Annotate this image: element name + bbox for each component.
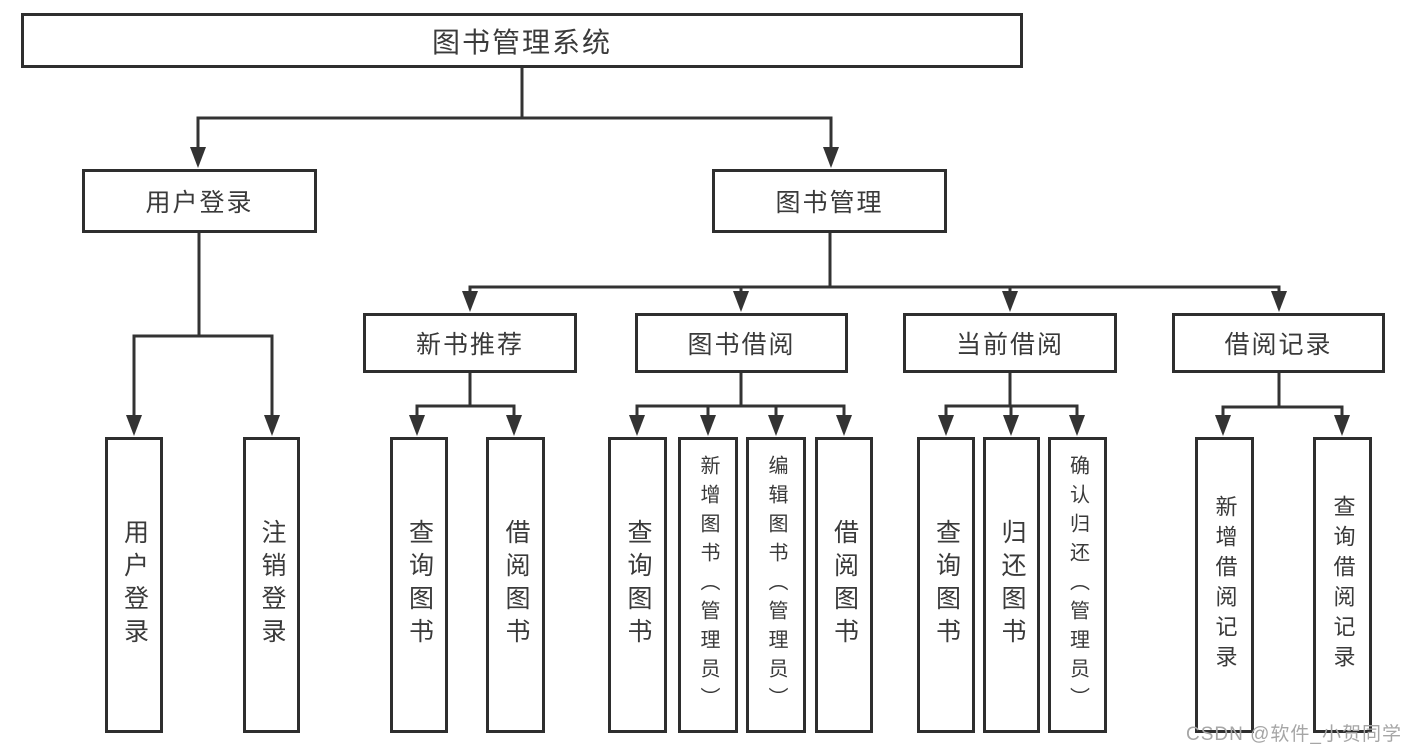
node-label: 用户登录 <box>145 189 254 217</box>
node-label: 图书借阅 <box>687 331 796 359</box>
node-label: 新书推荐 <box>415 331 524 359</box>
node-label: 查询图书 <box>624 519 652 651</box>
node-label: 当前借阅 <box>955 331 1064 359</box>
node-label: 归还图书 <box>998 519 1026 651</box>
node-label: 图书管理 <box>775 189 884 217</box>
leaf-user-login: 用户登录 <box>105 437 163 733</box>
node-current-borrowing: 当前借阅 <box>903 313 1117 373</box>
leaf-query-books-recommend: 查询图书 <box>390 437 448 733</box>
node-borrowing-records: 借阅记录 <box>1172 313 1385 373</box>
node-label: 图书管理系统 <box>431 26 612 58</box>
node-library-management-system: 图书管理系统 <box>21 13 1023 68</box>
node-label: 新增借阅记录 <box>1212 495 1238 675</box>
leaf-add-book-admin: 新增图书（管理员） <box>678 437 738 733</box>
node-label: 查询图书 <box>405 519 434 651</box>
node-new-book-recommend: 新书推荐 <box>363 313 577 373</box>
leaf-query-books-borrow: 查询图书 <box>608 437 667 733</box>
node-label: 注销登录 <box>258 519 286 651</box>
node-label: 查询图书 <box>932 519 961 651</box>
node-user-login: 用户登录 <box>82 169 317 233</box>
node-label: 借阅记录 <box>1224 331 1333 359</box>
leaf-add-borrow-record: 新增借阅记录 <box>1195 437 1254 733</box>
node-label: 确认归还（管理员） <box>1066 454 1089 716</box>
node-label: 编辑图书（管理员） <box>765 454 787 716</box>
leaf-borrow-books: 借阅图书 <box>815 437 873 733</box>
csdn-watermark: CSDN @软件_小贺同学 <box>1186 724 1402 745</box>
leaf-edit-book-admin: 编辑图书（管理员） <box>746 437 806 733</box>
leaf-borrow-books-recommend: 借阅图书 <box>486 437 545 733</box>
node-label: 查询借阅记录 <box>1330 495 1356 675</box>
node-book-borrowing: 图书借阅 <box>635 313 848 373</box>
node-book-management: 图书管理 <box>712 169 947 233</box>
leaf-confirm-return-admin: 确认归还（管理员） <box>1048 437 1107 733</box>
node-label: 借阅图书 <box>502 519 530 651</box>
node-label: 新增图书（管理员） <box>697 454 719 716</box>
leaf-query-borrow-record: 查询借阅记录 <box>1313 437 1372 733</box>
node-label: 借阅图书 <box>830 519 859 651</box>
leaf-return-books: 归还图书 <box>983 437 1040 733</box>
node-label: 用户登录 <box>120 519 149 651</box>
leaf-logout: 注销登录 <box>243 437 300 733</box>
leaf-query-books-current: 查询图书 <box>917 437 975 733</box>
